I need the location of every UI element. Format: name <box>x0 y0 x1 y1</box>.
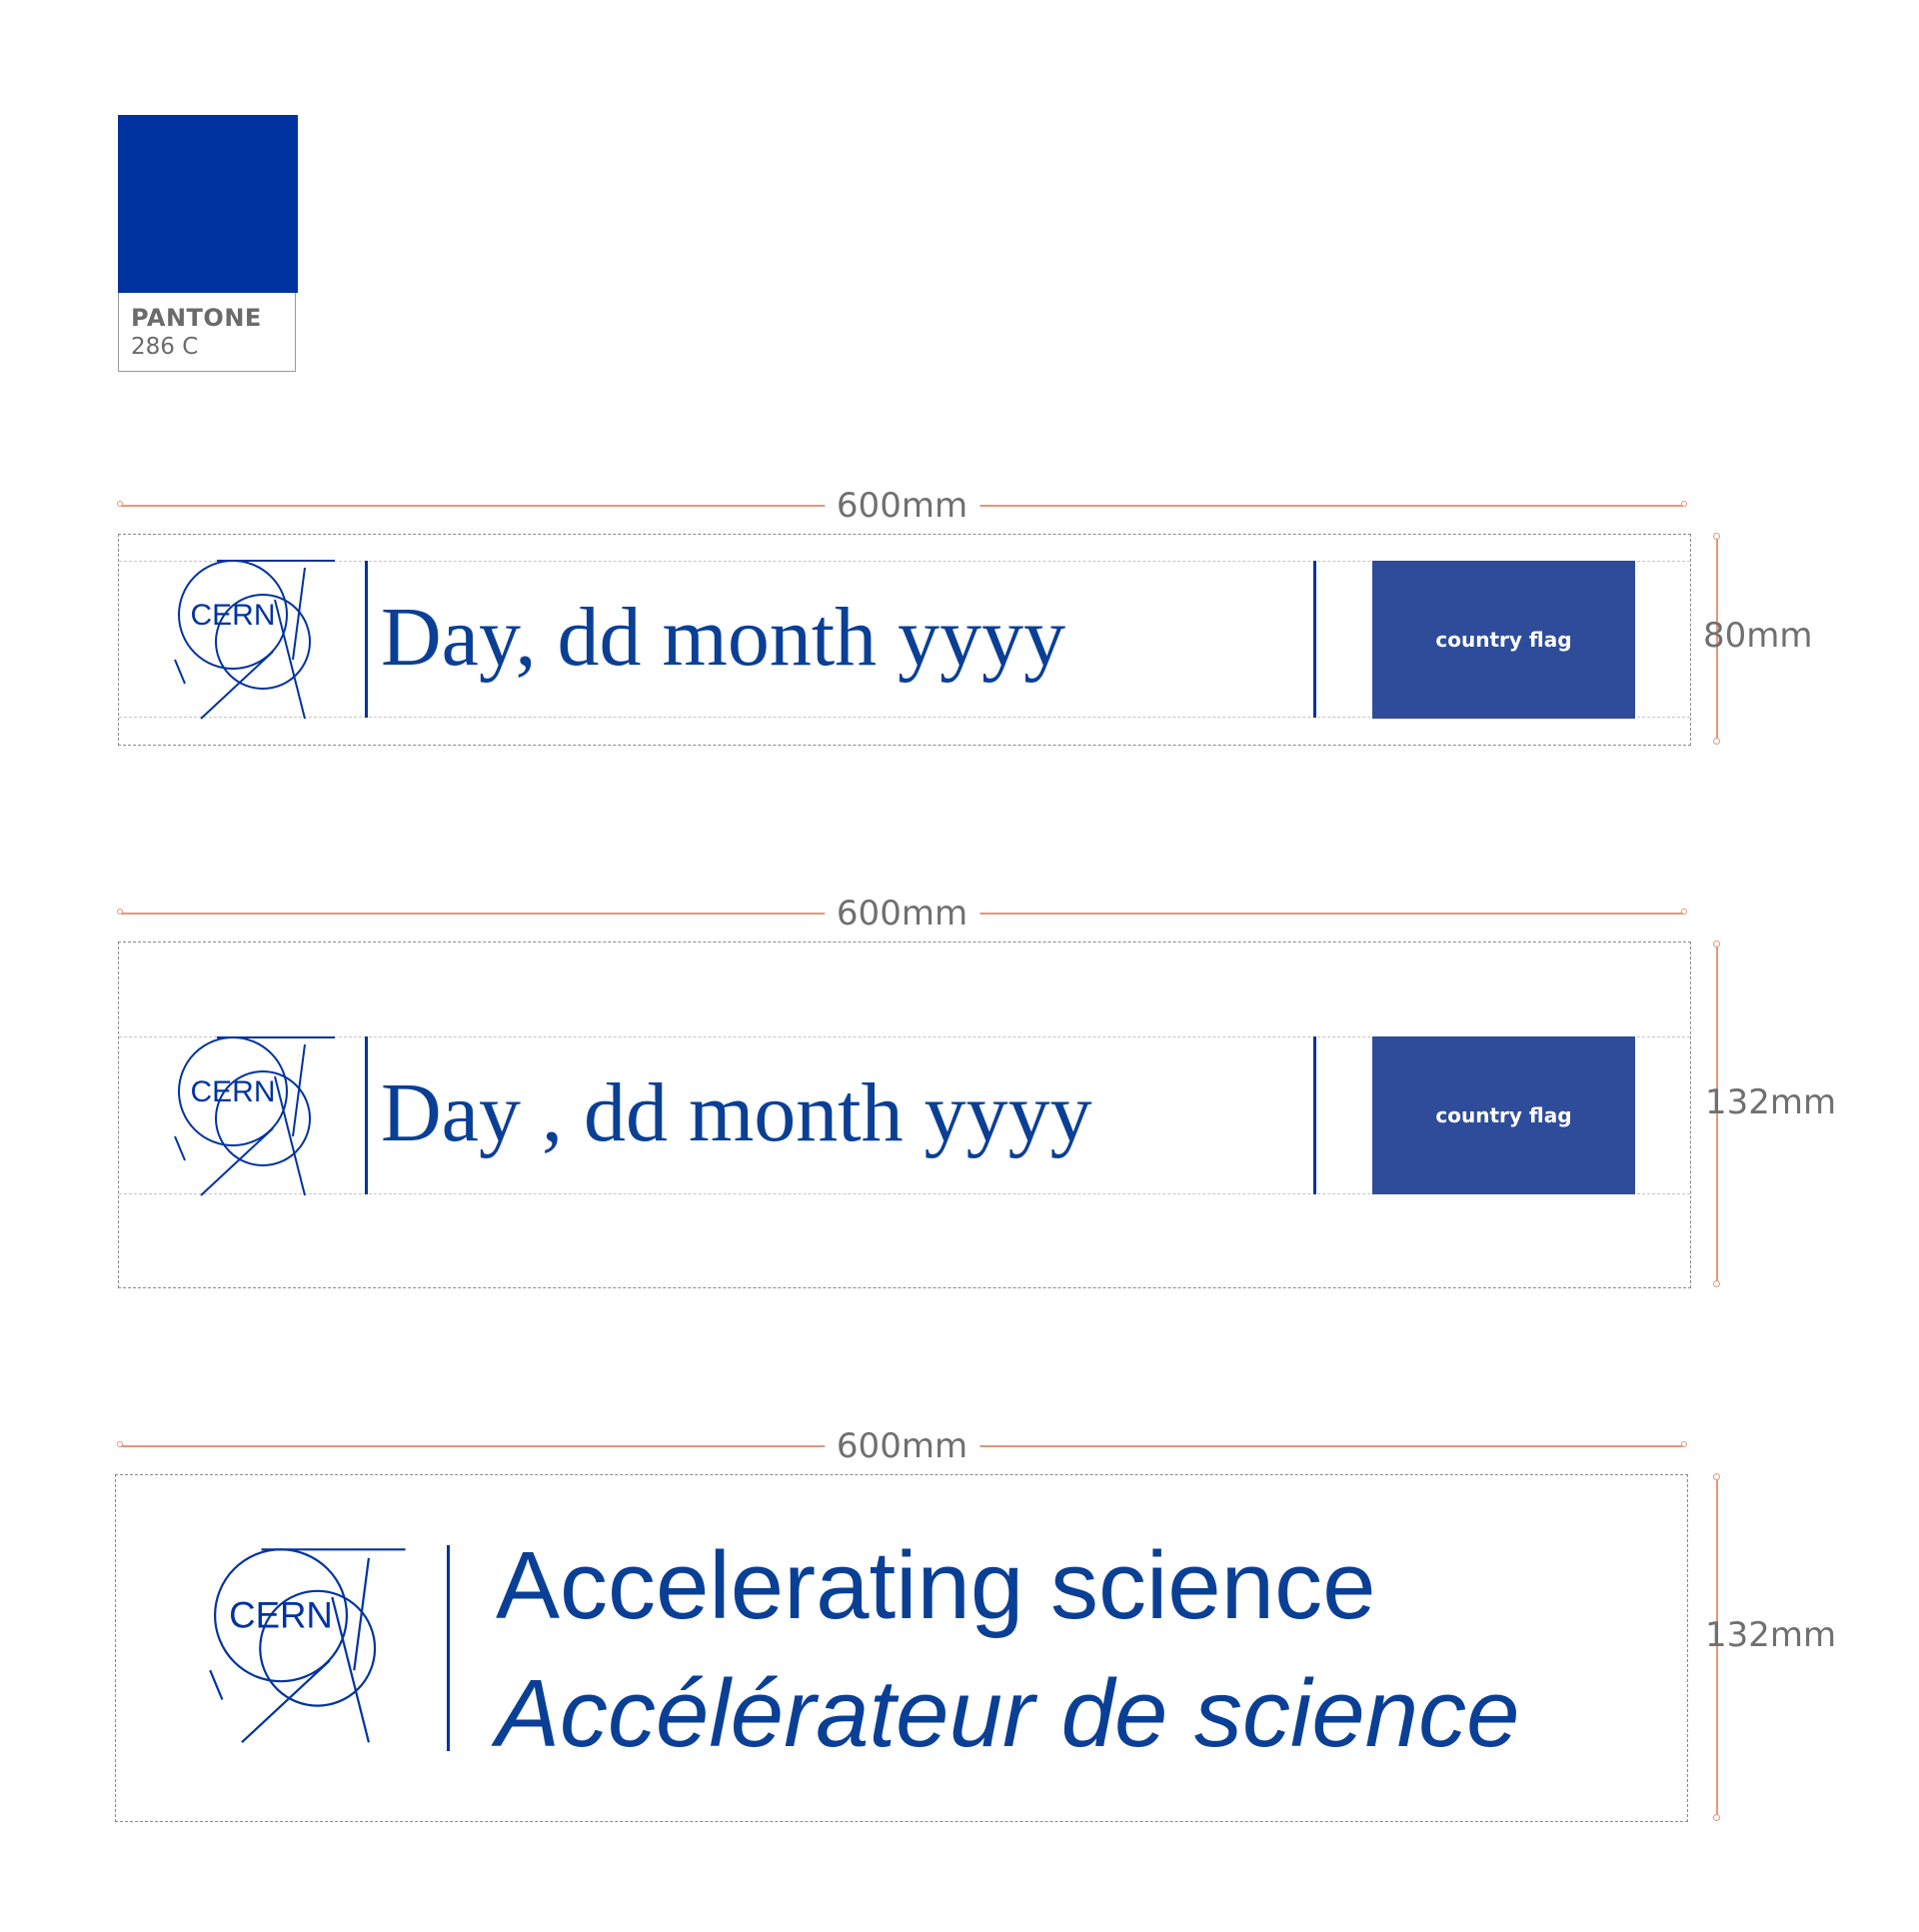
guide-bottom <box>119 717 1690 718</box>
banner-1: CERN Day, dd month yyyy country flag <box>118 534 1691 746</box>
pantone-swatch: PANTONE 286 C <box>118 115 298 372</box>
country-flag-placeholder: country flag <box>1372 561 1635 719</box>
height-label-2: 132mm <box>1705 1082 1837 1122</box>
date-text: Day, dd month yyyy <box>381 591 1066 684</box>
height-dimension-3 <box>1711 1473 1723 1821</box>
divider-right <box>1313 1036 1316 1194</box>
width-dimension-3: 600mm <box>117 1426 1687 1466</box>
banner-3: CERN Accelerating science Accélérateur d… <box>115 1474 1688 1822</box>
tagline-english: Accelerating science <box>496 1532 1376 1639</box>
cern-logo: CERN <box>209 1548 406 1744</box>
swatch-name: PANTONE <box>131 304 262 332</box>
width-label-2: 600mm <box>824 894 980 934</box>
swatch-color-block <box>118 115 298 293</box>
date-text: Day , dd month yyyy <box>381 1066 1092 1159</box>
width-dimension-2: 600mm <box>117 894 1687 934</box>
width-label-1: 600mm <box>824 486 980 526</box>
divider-left <box>365 1036 368 1194</box>
banner-2: CERN Day , dd month yyyy country flag <box>118 942 1691 1288</box>
width-label-3: 600mm <box>824 1426 980 1466</box>
guide-top <box>119 1036 1690 1037</box>
height-dimension-1 <box>1711 533 1723 745</box>
height-label-3: 132mm <box>1705 1615 1837 1655</box>
height-label-1: 80mm <box>1703 616 1813 656</box>
divider <box>447 1545 450 1751</box>
divider-left <box>365 561 368 718</box>
country-flag-placeholder: country flag <box>1372 1036 1635 1194</box>
height-dimension-2 <box>1711 941 1723 1287</box>
width-dimension-1: 600mm <box>117 486 1687 526</box>
guide-bottom <box>119 1193 1690 1194</box>
cern-logo-text: CERN <box>190 1075 275 1108</box>
cern-logo-text: CERN <box>229 1594 333 1635</box>
cern-logo: CERN <box>174 560 335 720</box>
cern-logo: CERN <box>174 1036 335 1196</box>
divider-right <box>1313 561 1316 718</box>
tagline-french: Accélérateur de science <box>496 1660 1520 1767</box>
cern-logo-text: CERN <box>190 599 275 632</box>
guide-top <box>119 561 1690 562</box>
swatch-code: 286 C <box>131 334 199 360</box>
